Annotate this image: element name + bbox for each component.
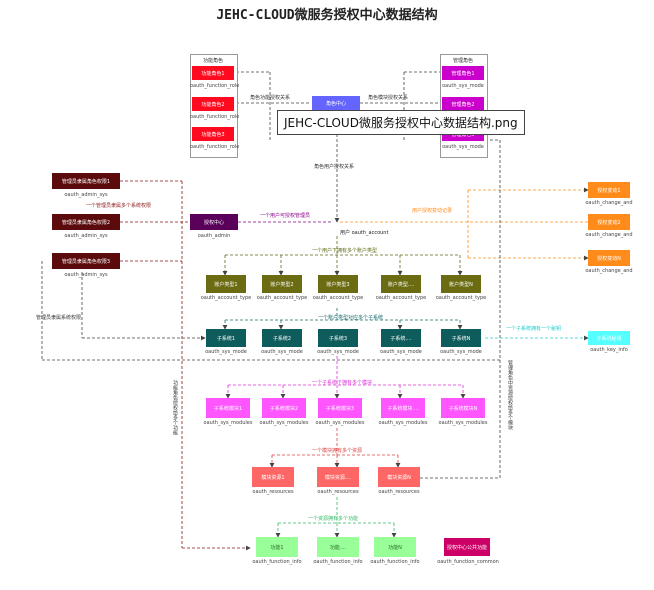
sys-mode-node[interactable]: 子系统2 [262,329,302,347]
module-panel-title: 管理角色 [452,58,473,64]
edge-label-mid-vertical: 功能角色授权给多个功能 [172,380,178,435]
function-node[interactable]: 功能.... [317,537,359,557]
function-role-item-caption: oauth_function_role [190,114,240,120]
sys-mode-node[interactable]: 子系统.... [381,329,421,347]
image-filename-tooltip: JEHC-CLOUD微服务授权中心数据结构.png [277,110,525,135]
function-node[interactable]: 功能1 [256,537,298,557]
edge-label-change-link: 用户授权变动记录 [412,208,453,214]
change-caption: oauth_change_and [585,232,633,238]
account-type-caption: oauth_account_type [312,295,364,301]
sys-mode-caption: oauth_sys_mode [440,349,482,355]
change-caption: oauth_change_and [585,200,633,206]
edge-label-account-type: 一个用户下拥有多个账户类型 [312,248,378,254]
sys-mode-node[interactable]: 子系统3 [318,329,358,347]
account-type-caption: oauth_account_type [375,295,427,301]
account-node-label: 用户 oauth_account [340,230,389,236]
sys-mode-node[interactable]: 子系统1 [206,329,246,347]
edge-label-account-link: 一个用户可授权管理员 [260,213,311,219]
resource-node[interactable]: 模块资源.... [317,467,359,487]
role-panel-title: 功能角色 [202,58,223,64]
account-type-caption: oauth_account_type [200,295,252,301]
edge-label-type-sys: 一个账户类型对应多个子系统 [318,315,384,321]
function-role-item-caption: oauth_function_role [190,144,240,150]
account-type-node[interactable]: 账户类型3 [318,275,358,293]
sys-module-caption: oauth_sys_modules [378,420,428,426]
function-caption: oauth_function_info [313,559,363,565]
sys-module-caption: oauth_sys_modules [438,420,488,426]
edge-label-sys-modules: 一个子系统下拥有多个模块 [312,380,373,386]
function-common-caption: oauth_function_common [437,559,499,565]
sys-module-node[interactable]: 子系统模块.... [381,398,425,418]
function-role-item-caption: oauth_function_role [190,83,240,89]
resource-caption: oauth_resources [378,489,420,495]
edge-label-admin-account: 一个管理员隶属多个系统权限 [86,203,152,209]
resource-caption: oauth_resources [252,489,294,495]
sys-mode-caption: oauth_sys_mode [205,349,247,355]
change-node[interactable]: 授权变动N [588,250,630,266]
key-info-node[interactable]: 子系统秘钥 [588,331,630,345]
function-role-item[interactable]: 功能角色3 [192,127,234,141]
edge-label-res-func: 一个资源拥有多个功能 [308,516,359,522]
admin-sys-node[interactable]: 管理员隶属角色权限3 [52,253,120,269]
edge-label-hub-account: 角色用户授权关系 [314,164,355,170]
admin-sys-caption: oauth_admin_sys [64,233,108,239]
account-type-node[interactable]: 账户类型2 [262,275,302,293]
edge-label-right-vertical: 管理角色中资源授权给多个模块 [507,360,513,430]
sys-module-node[interactable]: 子系统模块1 [206,398,250,418]
admin-sys-node[interactable]: 管理员隶属角色权限1 [52,173,120,189]
role-hub[interactable]: 角色中心 [312,96,360,110]
sys-module-node[interactable]: 子系统模块N [441,398,485,418]
manage-role-item-caption: oauth_sys_mode [442,144,484,150]
function-node[interactable]: 功能N [374,537,416,557]
edge-label-module-hub: 角色模块授权关系 [368,95,409,101]
sys-mode-node[interactable]: 子系统N [441,329,481,347]
sys-module-caption: oauth_sys_modules [203,420,253,426]
edge-label-left-vertical: 管理员隶属系统权限 [36,315,82,321]
function-caption: oauth_function_info [252,559,302,565]
edge-label-modules-res: 一个模块拥有多个资源 [312,448,363,454]
function-role-item[interactable]: 功能角色1 [192,66,234,80]
sys-module-node[interactable]: 子系统模块2 [262,398,306,418]
manage-role-item-caption: oauth_sys_mode [442,83,484,89]
change-node[interactable]: 授权变动2 [588,214,630,230]
manage-role-item[interactable]: 管理角色1 [442,66,484,80]
sys-module-caption: oauth_sys_modules [315,420,365,426]
auth-center-node[interactable]: 授权中心 [190,214,238,230]
sys-mode-caption: oauth_sys_mode [380,349,422,355]
auth-center-caption: oauth_admin [197,233,231,239]
admin-sys-node[interactable]: 管理员隶属角色权限2 [52,214,120,230]
account-type-node[interactable]: 账户类型1 [206,275,246,293]
edge-label-sys-key: 一个子系统拥有一个秘钥 [506,326,562,332]
manage-role-item[interactable]: 管理角色2 [442,97,484,111]
resource-node[interactable]: 模块资源1 [252,467,294,487]
admin-sys-caption: oauth_admin_sys [64,272,108,278]
function-role-item[interactable]: 功能角色2 [192,97,234,111]
edge-label-role-hub: 角色功能授权关系 [250,95,291,101]
change-node[interactable]: 授权变动1 [588,182,630,198]
key-info-caption: oauth_key_info [590,347,628,353]
resource-caption: oauth_resources [317,489,359,495]
sys-mode-caption: oauth_sys_mode [317,349,359,355]
resource-node[interactable]: 模块资源N [378,467,420,487]
account-type-caption: oauth_account_type [435,295,487,301]
account-type-node[interactable]: 账户类型N [441,275,481,293]
diagram-title: JEHC-CLOUD微服务授权中心数据结构 [216,8,438,23]
sys-module-caption: oauth_sys_modules [259,420,309,426]
sys-module-node[interactable]: 子系统模块3 [318,398,362,418]
account-type-node[interactable]: 账户类型.... [381,275,421,293]
function-common-node[interactable]: 授权中心公共功能 [444,538,490,556]
sys-mode-caption: oauth_sys_mode [261,349,303,355]
admin-sys-caption: oauth_admin_sys [64,192,108,198]
change-caption: oauth_change_and [585,268,633,274]
account-type-caption: oauth_account_type [256,295,308,301]
function-caption: oauth_function_info [370,559,420,565]
